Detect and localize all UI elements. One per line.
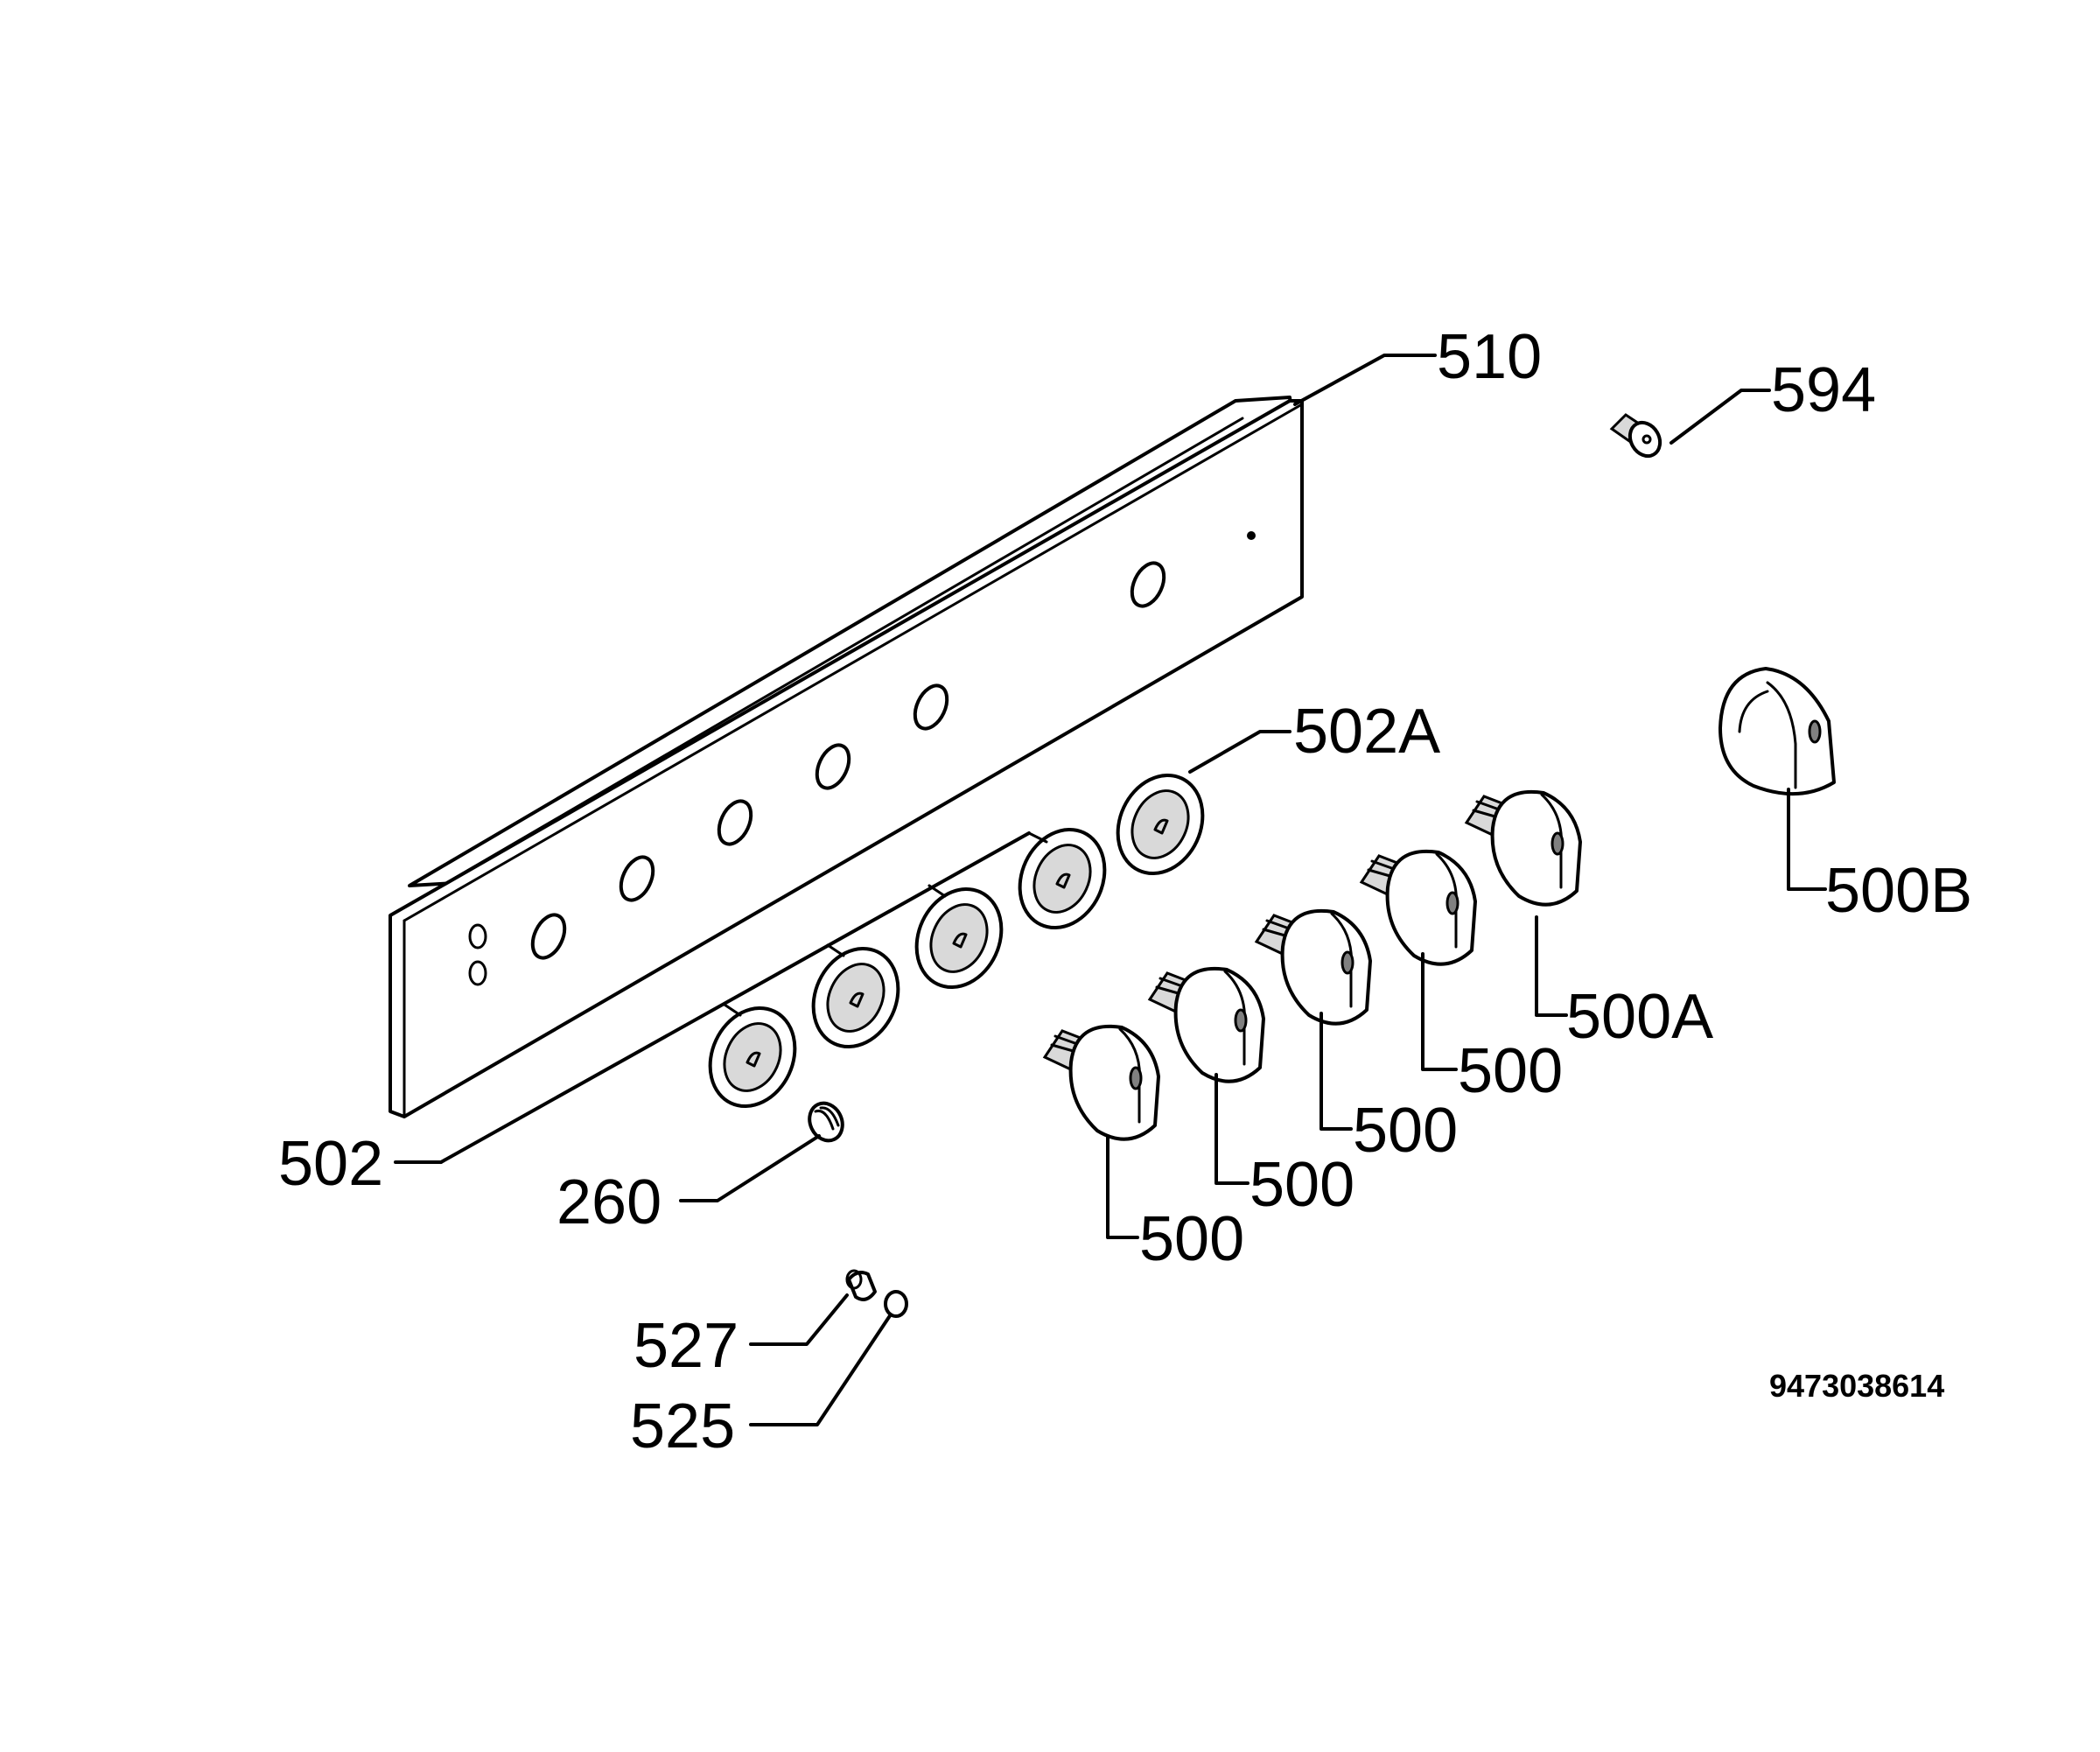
part-labels: 510 594 502A 500B 500A 500 500 500 500 5… [278,322,1972,1461]
label-500-1: 500 [1139,1204,1244,1274]
control-panel-510 [388,396,1304,1118]
screw-594 [1609,413,1662,459]
control-knobs [1042,789,1582,1141]
label-500B: 500B [1825,856,1972,926]
label-500-2: 500 [1250,1150,1354,1220]
label-525: 525 [630,1391,735,1461]
label-260: 260 [556,1167,662,1237]
label-527: 527 [634,1311,738,1381]
label-502: 502 [278,1129,383,1199]
spring-260 [808,1101,844,1143]
label-500A: 500A [1566,982,1713,1052]
label-502A: 502A [1293,697,1440,767]
label-594: 594 [1771,355,1876,425]
label-500-4: 500 [1458,1036,1563,1106]
label-510: 510 [1437,322,1542,392]
label-500-3: 500 [1353,1096,1458,1166]
bezel-rings [439,773,1205,1164]
panel-holes [468,531,1256,986]
knob-500B [1718,667,1836,795]
drawing-code: 9473038614 [1769,1368,1944,1404]
leader-lines [394,354,1827,1426]
small-parts [845,1269,908,1318]
